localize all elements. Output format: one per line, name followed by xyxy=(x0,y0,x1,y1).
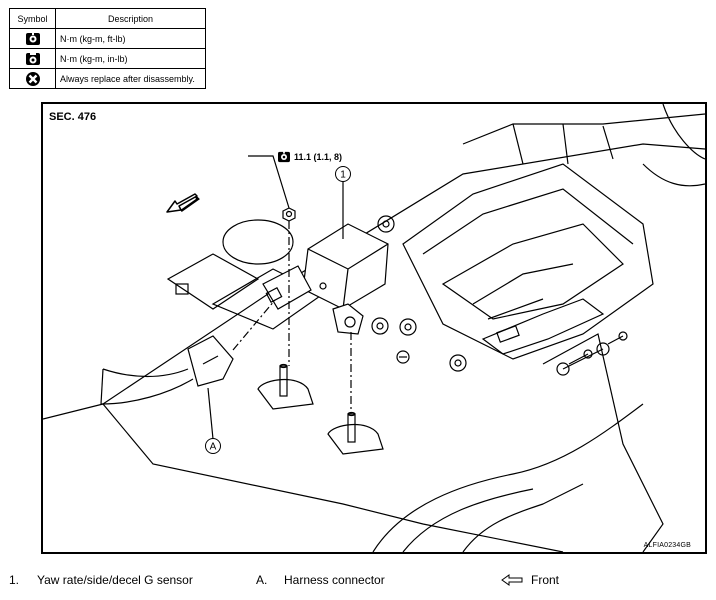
front-label: Front xyxy=(531,573,560,587)
sensor-illustration xyxy=(43,104,705,552)
replace-x-icon xyxy=(9,68,56,89)
legend-header-description: Description xyxy=(55,8,206,29)
legend-description: Always replace after disassembly. xyxy=(55,68,206,89)
callout-1-label: 1 xyxy=(340,170,346,181)
item-1-label: Yaw rate/side/decel G sensor xyxy=(37,573,193,587)
legend-row: Always replace after disassembly. xyxy=(9,68,206,89)
item-1-number: 1. xyxy=(9,573,20,587)
front-outline-arrow-icon xyxy=(501,574,523,589)
item-a-label: Harness connector xyxy=(284,573,385,587)
legend-table: Symbol Description N·m (kg-m, ft-lb) N·m… xyxy=(9,8,206,89)
torque-value: 11.1 (1.1, 8) xyxy=(294,152,343,162)
callout-1-marker: 1 xyxy=(335,166,351,182)
figure-code: ALFIA0234GB xyxy=(643,542,691,549)
torque-callout: 11.1 (1.1, 8) xyxy=(277,151,342,163)
front-arrow-icon xyxy=(166,193,200,213)
legend-description: N·m (kg-m, in-lb) xyxy=(55,48,206,69)
callout-a-label: A xyxy=(210,442,217,453)
item-a-number: A. xyxy=(256,573,268,587)
torque-wrench-icon xyxy=(9,28,56,49)
legend-header-symbol: Symbol xyxy=(9,8,56,29)
callout-a-marker: A xyxy=(205,438,221,454)
legend-description: N·m (kg-m, ft-lb) xyxy=(55,28,206,49)
legend-row: N·m (kg-m, in-lb) xyxy=(9,48,206,69)
torque-wrench-icon xyxy=(278,151,290,163)
torque-wrench-inlb-icon xyxy=(9,48,56,69)
sensor-installation-figure: SEC. 476 11.1 (1.1, 8) 1 A ALFIA0234GB xyxy=(41,102,707,554)
section-number: SEC. 476 xyxy=(49,111,97,123)
legend-row: N·m (kg-m, ft-lb) xyxy=(9,28,206,49)
